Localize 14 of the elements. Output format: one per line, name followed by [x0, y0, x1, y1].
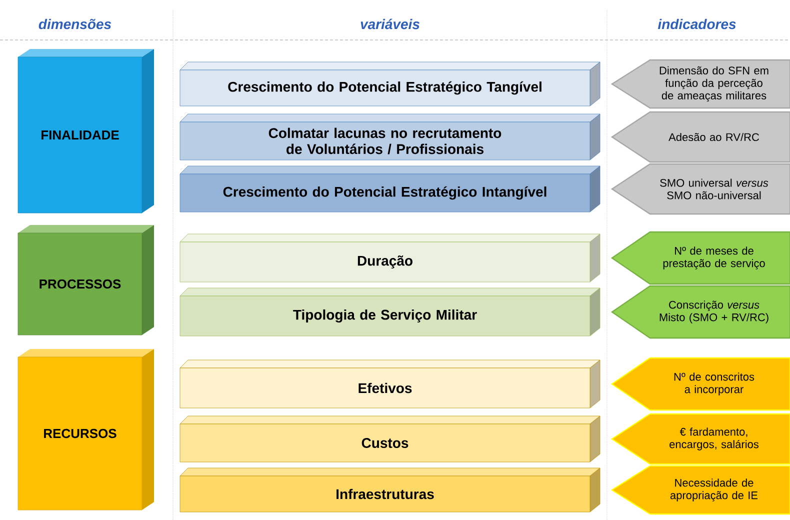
dimension-box: PROCESSOS: [18, 225, 154, 336]
variable-bar: Crescimento do Potencial Estratégico Tangível: [180, 62, 600, 106]
dimension-box: RECURSOS: [18, 349, 154, 510]
variable-bar: Efetivos: [180, 360, 600, 408]
variable-bar: Colmatar lacunas no recrutamento de Voluntários / Profissionais: [180, 114, 600, 160]
variable-bar: Custos: [180, 416, 600, 462]
variable-bar: Crescimento do Potencial Estratégico Intangível: [180, 166, 600, 212]
column-header: indicadores: [658, 18, 736, 30]
variable-bar: Duração: [180, 234, 600, 282]
dimension-box: FINALIDADE: [18, 49, 154, 214]
column-header: dimensões: [38, 18, 112, 30]
variable-bar: Tipologia de Serviço Militar: [180, 288, 600, 336]
variable-bar: Infraestruturas: [180, 468, 600, 512]
column-header: variáveis: [360, 18, 420, 30]
